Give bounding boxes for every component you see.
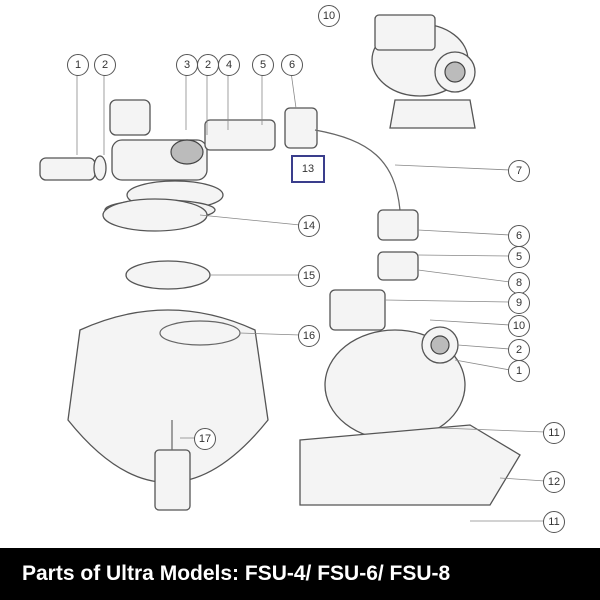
leader-lines: [76, 71, 546, 522]
callout-7: 7: [508, 160, 530, 182]
callout-11: 11: [543, 422, 565, 444]
callout-1: 1: [508, 360, 530, 382]
hose: [314, 129, 401, 211]
callout-15: 15: [298, 265, 320, 287]
callout-2: 2: [94, 54, 116, 76]
union-fitting: [377, 209, 419, 241]
callout-10: 10: [318, 5, 340, 27]
pump-assembly-top: [371, 14, 476, 129]
callout-2: 2: [508, 339, 530, 361]
pump-assembly-bottom: [324, 289, 466, 441]
exploded-parts-drawing: [39, 14, 546, 522]
callout-11: 11: [543, 511, 565, 533]
callout-10: 10: [508, 315, 530, 337]
callout-1: 1: [67, 54, 89, 76]
callout-2: 2: [197, 54, 219, 76]
filter-tank: [67, 260, 269, 511]
base-plate: [299, 424, 521, 506]
callout-9: 9: [508, 292, 530, 314]
caption-banner: Parts of Ultra Models: FSU-4/ FSU-6/ FSU…: [0, 548, 600, 600]
callout-5: 5: [252, 54, 274, 76]
callout-14: 14: [298, 215, 320, 237]
callout-16: 16: [298, 325, 320, 347]
callout-6: 6: [508, 225, 530, 247]
callout-6: 6: [281, 54, 303, 76]
callout-5: 5: [508, 246, 530, 268]
callout-8: 8: [508, 272, 530, 294]
callout-4: 4: [218, 54, 240, 76]
callout-12: 12: [543, 471, 565, 493]
callout-3: 3: [176, 54, 198, 76]
clamp-ring: [102, 198, 208, 232]
callout-13-highlighted: 13: [291, 155, 325, 183]
callout-17: 17: [194, 428, 216, 450]
